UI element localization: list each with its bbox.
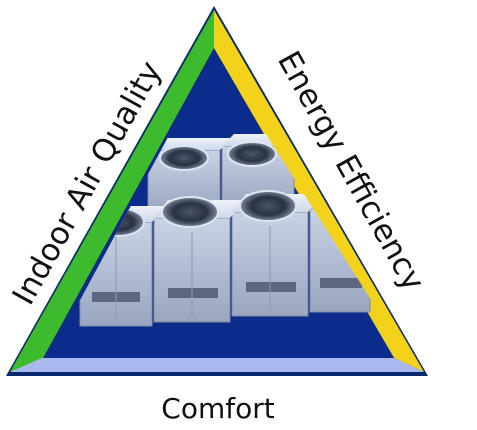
left-edge-green xyxy=(10,10,214,372)
right-edge-yellow xyxy=(214,10,424,372)
bottom-label: Comfort xyxy=(161,392,274,425)
rooftop-hvac-units-icon xyxy=(79,134,384,327)
bottom-edge-lavender xyxy=(10,358,424,372)
